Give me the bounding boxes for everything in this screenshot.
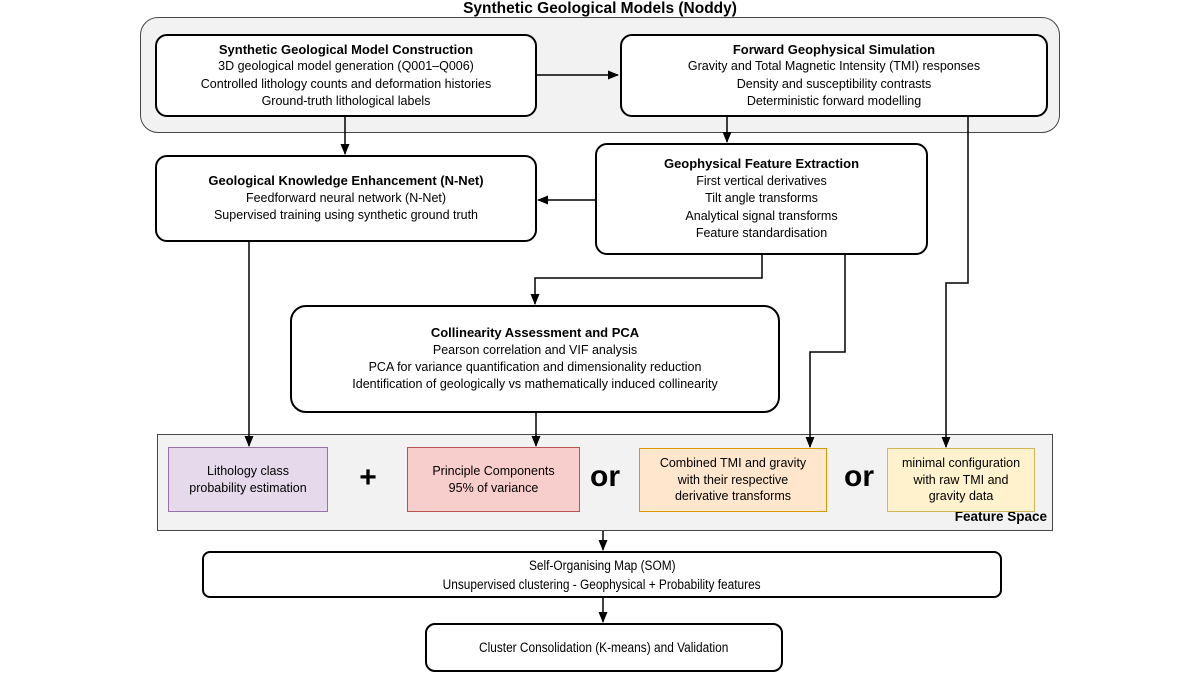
node-cluster-consolidation: Cluster Consolidation (K-means) and Vali… — [425, 623, 783, 672]
diagram-title: Synthetic Geological Models (Noddy) — [463, 0, 737, 17]
node-line: Tilt angle transforms — [705, 191, 818, 206]
option-line: minimal configuration — [901, 456, 1021, 471]
node-line: 3D geological model generation (Q001–Q00… — [218, 59, 474, 74]
option-line: with raw TMI and — [913, 472, 1009, 487]
node-line: Unsupervised clustering - Geophysical + … — [443, 576, 761, 592]
option-line: 95% of variance — [448, 480, 539, 495]
node-line: Supervised training using synthetic grou… — [213, 208, 479, 223]
node-line: Identification of geologically vs mathem… — [352, 377, 718, 392]
node-line: Self-Organising Map (SOM) — [528, 557, 676, 573]
node-title: Collinearity Assessment and PCA — [430, 325, 640, 341]
operator-plus: + — [359, 461, 377, 494]
arrow-extraction-to-collinearity — [530, 255, 763, 305]
option-principal-components: Principle Components 95% of variance — [407, 447, 580, 512]
node-line: Ground-truth lithological labels — [261, 93, 431, 108]
node-line: Controlled lithology counts and deformat… — [200, 76, 492, 91]
option-line: with their respective — [677, 472, 789, 487]
node-line: Feedforward neural network (N-Net) — [245, 190, 447, 205]
option-line: Principle Components — [432, 464, 555, 478]
node-model-construction: Synthetic Geological Model Construction … — [155, 34, 537, 117]
node-title: Synthetic Geological Model Construction — [218, 41, 474, 57]
node-line: Deterministic forward modelling — [746, 93, 922, 108]
node-line: Feature standardisation — [695, 226, 828, 241]
node-title: Forward Geophysical Simulation — [732, 41, 936, 57]
feature-space-label: Feature Space — [954, 509, 1047, 524]
node-line: Pearson correlation and VIF analysis — [432, 342, 638, 357]
node-line: Analytical signal transforms — [685, 208, 838, 223]
node-title: Cluster Consolidation (K-means) and Vali… — [479, 639, 729, 655]
option-line: Lithology class — [207, 464, 289, 478]
option-combined-tmi-gravity: Combined TMI and gravity with their resp… — [639, 448, 827, 512]
option-line: derivative transforms — [674, 489, 791, 504]
option-lithology-probability: Lithology class probability estimation — [168, 447, 328, 512]
node-feature-extraction: Geophysical Feature Extraction First ver… — [595, 143, 928, 255]
operator-or-1: or — [590, 460, 620, 493]
node-self-organising-map: Self-Organising Map (SOM) Unsupervised c… — [202, 551, 1002, 598]
node-line: PCA for variance quantification and dime… — [368, 360, 702, 374]
node-knowledge-enhancement: Geological Knowledge Enhancement (N-Net)… — [155, 155, 537, 242]
node-title: Geological Knowledge Enhancement (N-Net) — [208, 173, 484, 189]
option-line: Combined TMI and gravity — [659, 456, 807, 471]
node-line: Density and susceptibility contrasts — [736, 76, 932, 91]
operator-or-2: or — [844, 460, 874, 493]
node-line: First vertical derivatives — [696, 173, 827, 188]
node-forward-simulation: Forward Geophysical Simulation Gravity a… — [620, 34, 1048, 117]
node-line: Gravity and Total Magnetic Intensity (TM… — [687, 59, 981, 74]
option-minimal-configuration: minimal configuration with raw TMI and g… — [887, 448, 1035, 512]
node-title: Geophysical Feature Extraction — [663, 156, 860, 172]
node-collinearity-pca: Collinearity Assessment and PCA Pearson … — [290, 305, 780, 413]
arrow-simulation-to-minimal-config — [941, 117, 969, 448]
option-line: gravity data — [928, 489, 994, 504]
option-line: probability estimation — [189, 480, 307, 495]
arrow-extraction-to-combined — [805, 255, 846, 448]
